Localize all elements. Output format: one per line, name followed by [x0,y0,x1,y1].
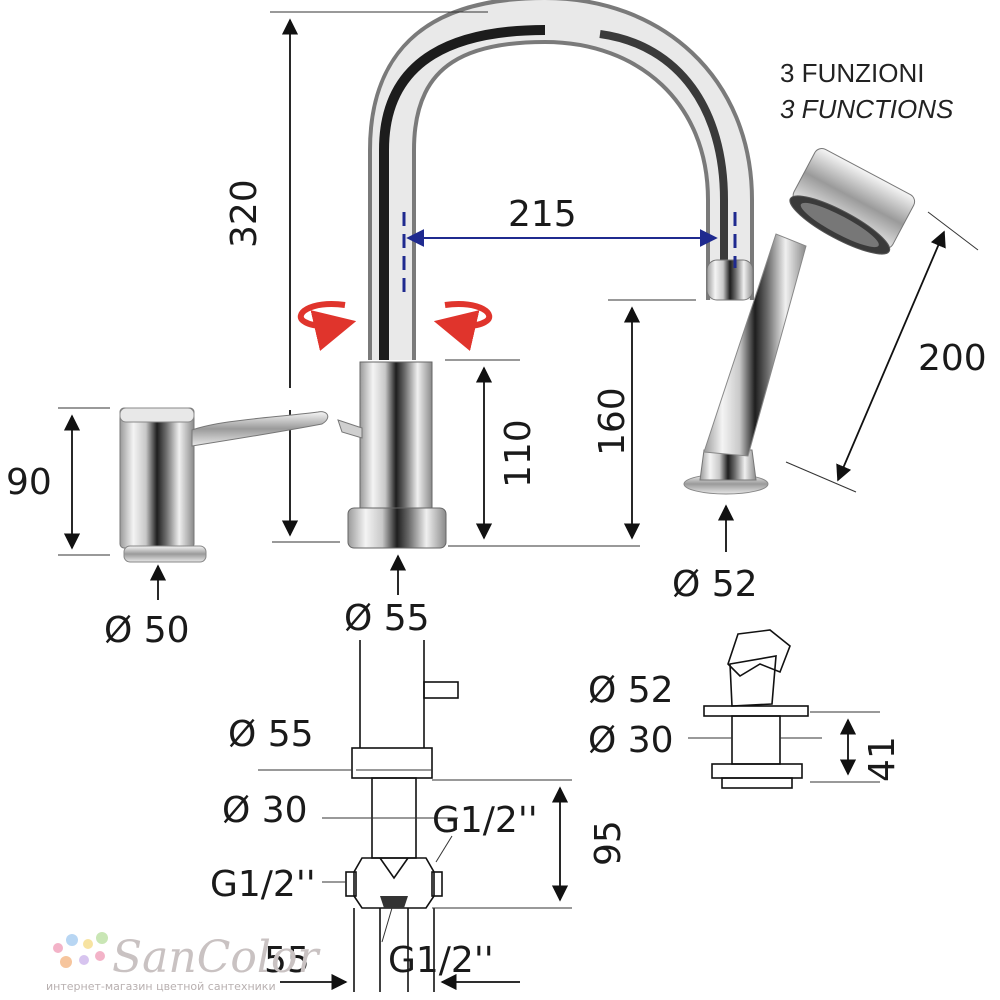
hand-shower [683,148,916,495]
label-d52-section: Ø 52 [588,670,674,711]
holder-section-drawing [688,629,880,789]
label-d50: Ø 50 [104,610,190,651]
label-d55-section: Ø 55 [228,714,314,755]
label-55-bottom: 55 [264,940,310,981]
height-dimension-90 [58,407,110,556]
label-g12-bottom: G1/2'' [388,940,494,981]
label-d30-holder: Ø 30 [588,720,674,761]
label-160: 160 [592,387,633,456]
label-215: 215 [508,194,577,235]
reach-dimension [402,212,737,300]
functions-label-en: 3 FUNCTIONS [780,94,954,124]
body-section-drawing [258,640,572,992]
height-dimension-160 [608,299,696,540]
spout-assembly [337,0,754,549]
label-41: 41 [862,736,903,782]
label-95: 95 [588,820,629,866]
height-dimension-320 [270,11,488,543]
label-200: 200 [918,338,987,379]
label-d30-section: Ø 30 [222,790,308,831]
rotation-arrow-left-icon [297,301,357,352]
label-d52-top: Ø 52 [672,564,758,605]
watermark-logo: SanColor интернет-магазин цветной сантех… [46,932,321,993]
label-320: 320 [224,179,265,248]
height-dimension-110 [445,359,640,547]
rotation-arrow-right-icon [433,301,493,352]
label-g12-right: G1/2'' [432,800,538,841]
functions-label-it: 3 FUNZIONI [780,58,924,88]
label-90: 90 [6,462,52,503]
label-d55-top: Ø 55 [344,598,430,639]
mixer-handle [119,407,329,563]
label-g12-left: G1/2'' [210,864,316,905]
watermark-subtitle: интернет-магазин цветной сантехники [46,980,276,993]
length-dimension-200 [785,211,979,493]
watermark-brand: SanColor [112,932,321,983]
label-110: 110 [498,419,539,488]
